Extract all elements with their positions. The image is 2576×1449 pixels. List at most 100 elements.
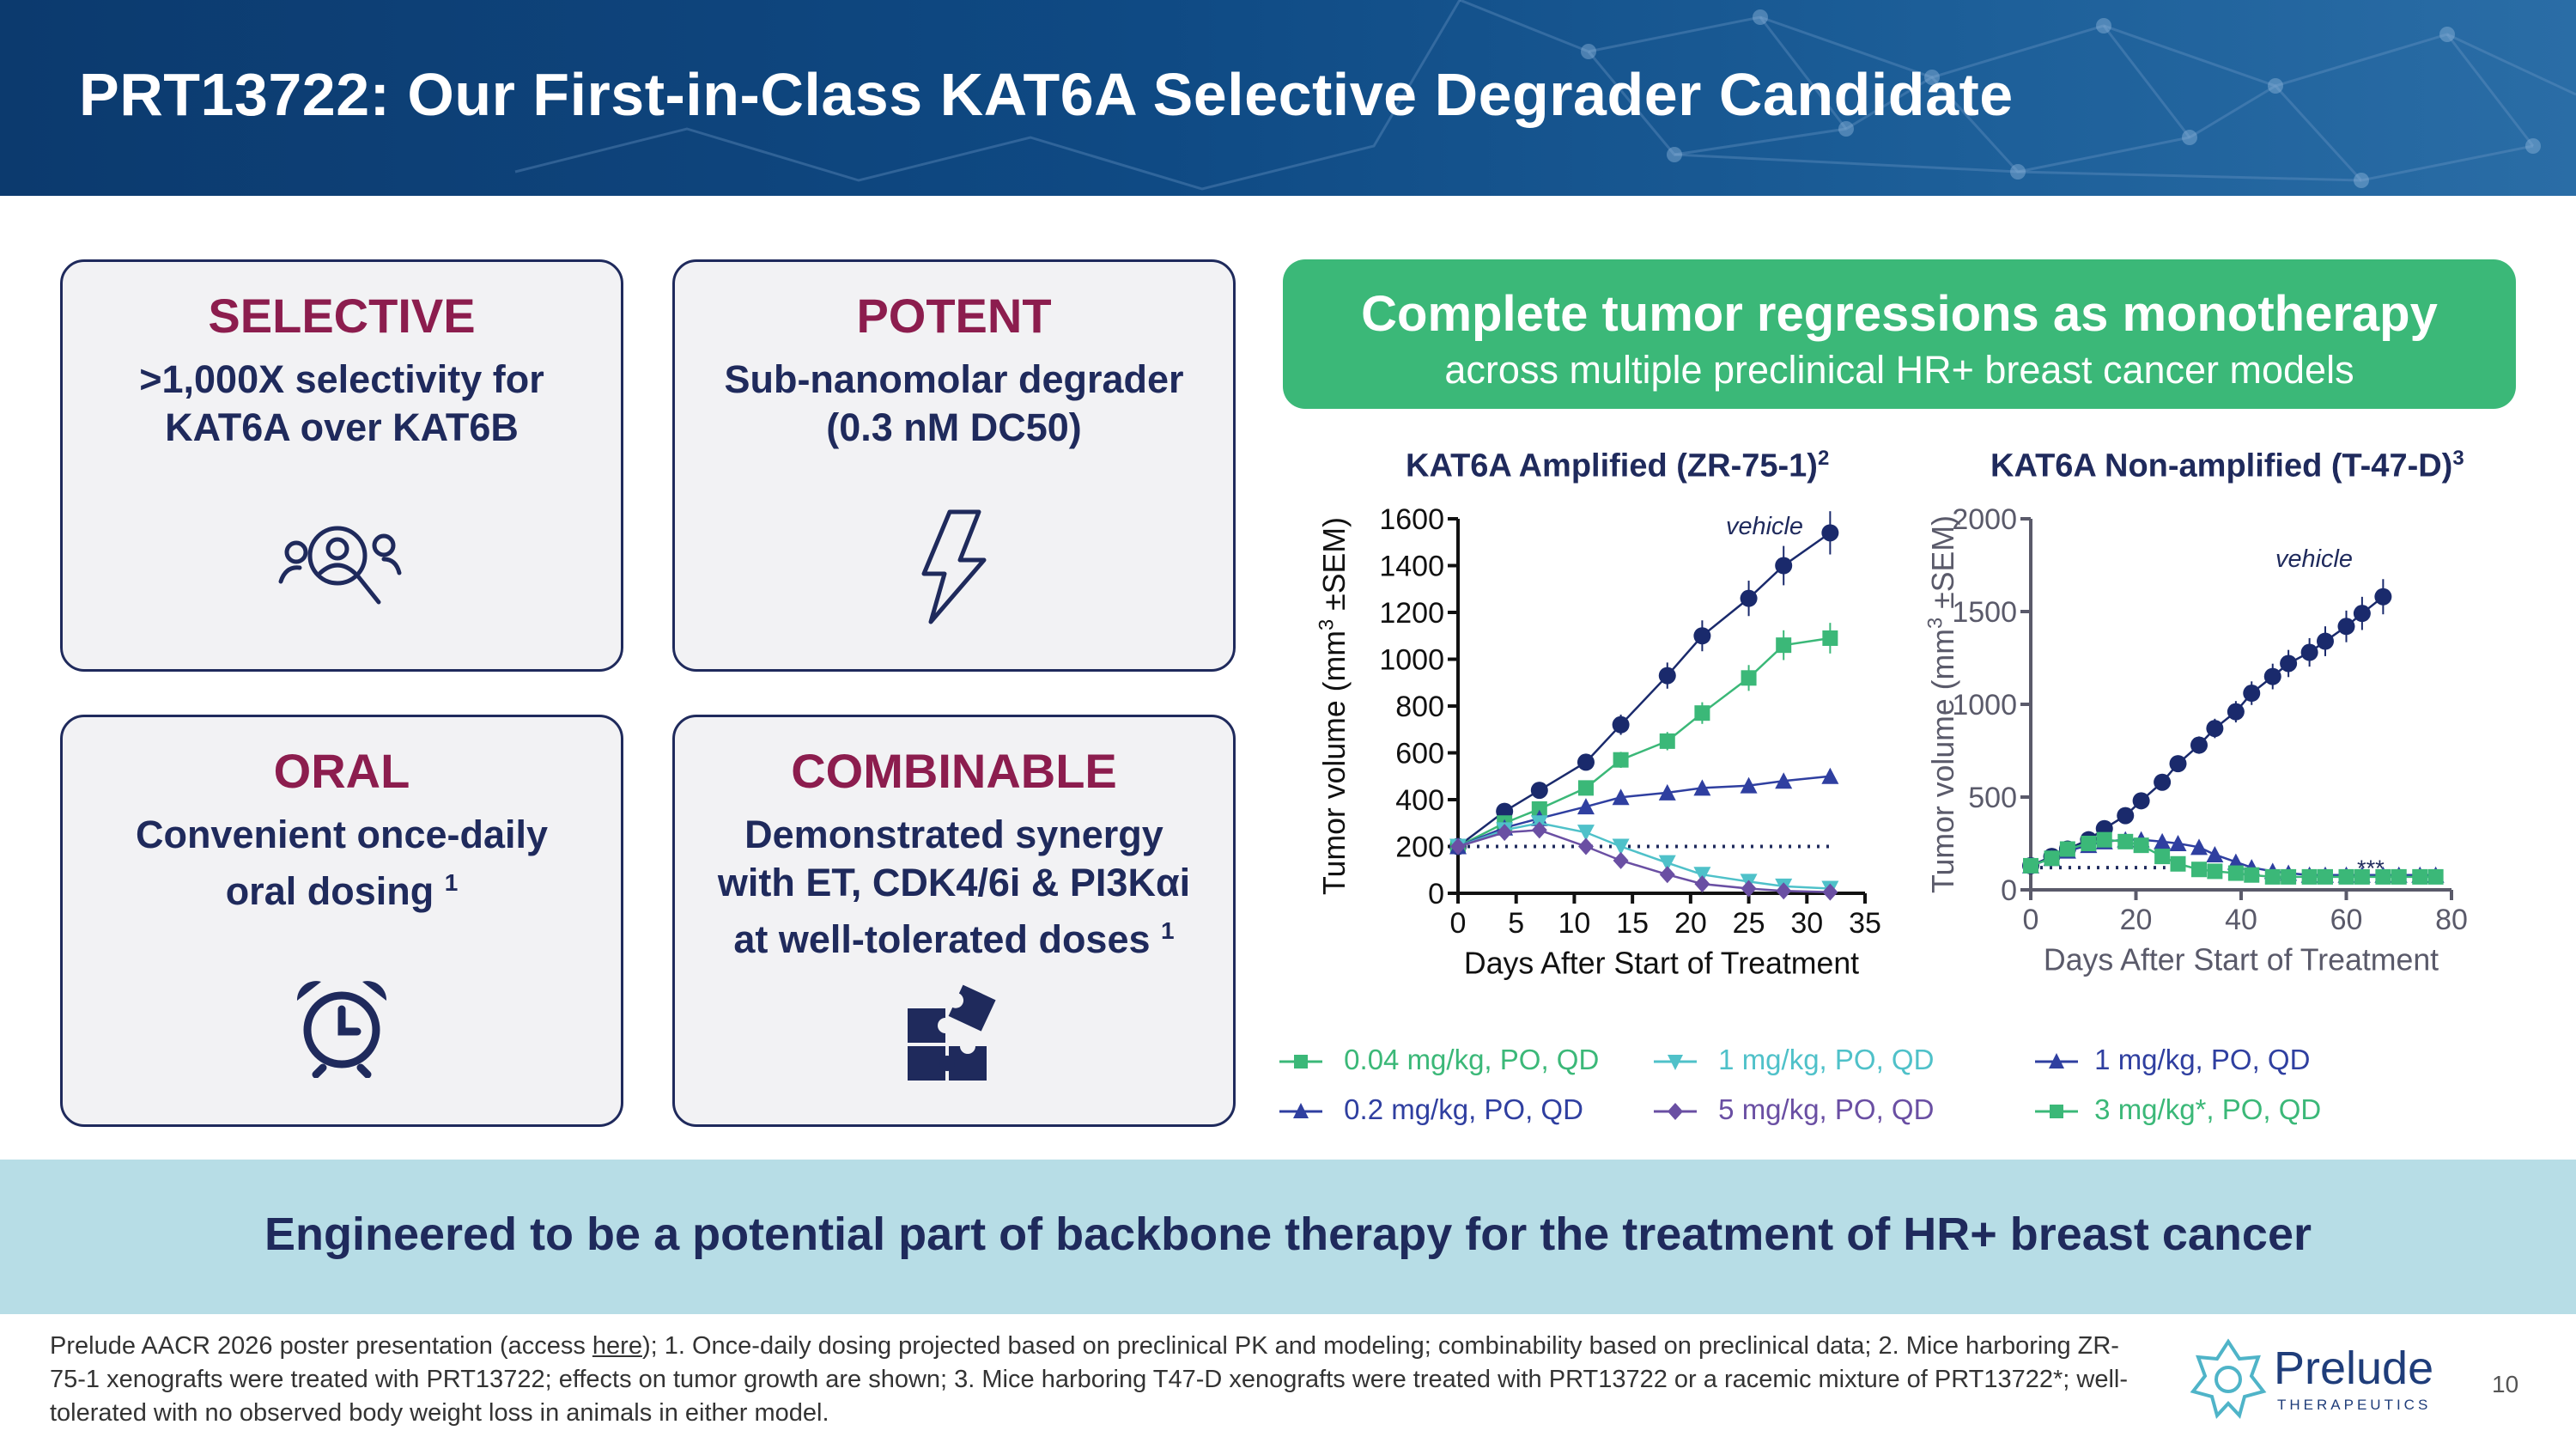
data-point (2132, 792, 2150, 810)
lightning-icon (921, 509, 987, 624)
card-body-line: Sub-nanomolar degrader (724, 357, 1184, 401)
poster-link[interactable]: here (592, 1332, 642, 1360)
data-point (1577, 825, 1595, 842)
footnote-ref: 1 (444, 869, 459, 896)
data-point (1740, 776, 1758, 794)
page-number: 10 (2492, 1371, 2519, 1397)
data-point (1693, 627, 1711, 645)
data-point (2263, 667, 2281, 685)
card-body: Convenient once-daily oral dosing 1 (63, 811, 621, 916)
network-background (514, 0, 2576, 191)
data-point (2280, 654, 2298, 673)
card-title: SELECTIVE (208, 289, 476, 343)
card-body-line: oral dosing 1 (225, 869, 459, 913)
x-tick-label: 35 (1849, 907, 1881, 940)
data-point (2044, 850, 2060, 867)
data-point (2190, 838, 2208, 855)
x-tick-label: 15 (1616, 907, 1649, 940)
data-point (1658, 667, 1676, 685)
triangle-down-marker-icon (1654, 1055, 1697, 1071)
data-point (1659, 733, 1675, 749)
data-point (1776, 882, 1792, 900)
results-banner: Complete tumor regressions as monotherap… (1283, 259, 2516, 409)
vehicle-annotation: vehicle (1726, 513, 1803, 540)
banner-subline: across multiple preclinical HR+ breast c… (1444, 348, 2354, 392)
data-point (2117, 833, 2134, 849)
series-line (1457, 829, 1831, 893)
data-point (2206, 720, 2224, 738)
data-point (1693, 867, 1711, 884)
data-point (2412, 868, 2428, 885)
data-point (1531, 801, 1547, 817)
y-tick-label: 1000 (1379, 643, 1444, 676)
data-point (1741, 670, 1757, 686)
data-point (1612, 715, 1630, 734)
card-body-line: >1,000X selectivity for (139, 357, 544, 401)
series-line (1457, 636, 1831, 848)
card-body: Demonstrated synergy with ET, CDK4/6i & … (675, 811, 1233, 964)
data-point (1776, 637, 1792, 654)
card-body-line: with ET, CDK4/6i & PI3Kαi (717, 861, 1191, 904)
y-axis-label: Tumor volume (mm3 ±SEM) (1315, 517, 1352, 895)
x-tick-label: 20 (1674, 907, 1707, 940)
data-point (2059, 841, 2075, 857)
y-tick-label: 2000 (1952, 503, 2017, 536)
y-tick-label: 800 (1395, 691, 1444, 723)
data-point (2300, 643, 2318, 661)
series-line (1457, 532, 1832, 848)
card-body-line: KAT6A over KAT6B (165, 405, 519, 449)
y-tick-label: 1500 (1952, 596, 2017, 629)
data-point (2096, 831, 2112, 848)
data-point (2227, 703, 2245, 721)
data-point (2338, 868, 2354, 885)
y-tick-label: 500 (1968, 782, 2017, 814)
logo-tagline: THERAPEUTICS (2277, 1397, 2432, 1413)
y-tick-label: 1400 (1379, 550, 1444, 582)
data-point (1497, 824, 1513, 842)
footnote-ref: 1 (1161, 917, 1175, 944)
y-tick-label: 1200 (1379, 597, 1444, 630)
data-point (2169, 835, 2187, 851)
data-point (2206, 845, 2224, 862)
data-point (1694, 705, 1710, 721)
data-point (2317, 632, 2334, 650)
y-tick-label: 0 (1428, 878, 1444, 910)
data-point (2154, 773, 2172, 791)
data-point (1693, 779, 1711, 796)
data-point (1822, 630, 1838, 646)
data-point (2207, 863, 2223, 880)
x-tick-label: 10 (1558, 907, 1591, 940)
card-title: POTENT (856, 289, 1052, 343)
legend-item: 0.2 mg/kg, PO, QD (1279, 1093, 1583, 1126)
logo-mark-icon (2190, 1338, 2267, 1419)
data-point (1740, 589, 1758, 607)
data-point (1822, 883, 1838, 901)
banner-headline: Complete tumor regressions as monotherap… (1361, 286, 2438, 342)
legend-item: 0.04 mg/kg, PO, QD (1279, 1044, 1599, 1076)
card-title: COMBINABLE (791, 744, 1117, 798)
card-body: >1,000X selectivity for KAT6A over KAT6B (63, 356, 621, 452)
data-point (2154, 832, 2172, 849)
card-body-line: (0.3 nM DC50) (826, 405, 1082, 449)
data-point (1613, 752, 1629, 768)
data-point (2169, 755, 2187, 773)
series-line (1457, 821, 1831, 890)
y-tick-label: 200 (1395, 831, 1444, 863)
x-axis-label: Days After Start of Treatment (2044, 943, 2439, 977)
x-tick-label: 25 (1733, 907, 1765, 940)
chart-title-right: KAT6A Non-amplified (T-47-D)3 (1990, 447, 2464, 484)
data-point (2154, 849, 2171, 865)
logo-wordmark: Prelude (2274, 1342, 2434, 1394)
square-marker-icon (2035, 1105, 2078, 1119)
data-point (2170, 855, 2186, 872)
significance-label: *** (2357, 855, 2385, 881)
data-point (2191, 861, 2207, 878)
data-point (2190, 736, 2208, 754)
data-point (1577, 798, 1595, 815)
data-point (1659, 866, 1675, 884)
alarm-clock-icon (296, 981, 387, 1078)
data-point (1775, 557, 1793, 575)
y-tick-label: 1600 (1379, 503, 1444, 536)
data-point (2318, 868, 2333, 885)
